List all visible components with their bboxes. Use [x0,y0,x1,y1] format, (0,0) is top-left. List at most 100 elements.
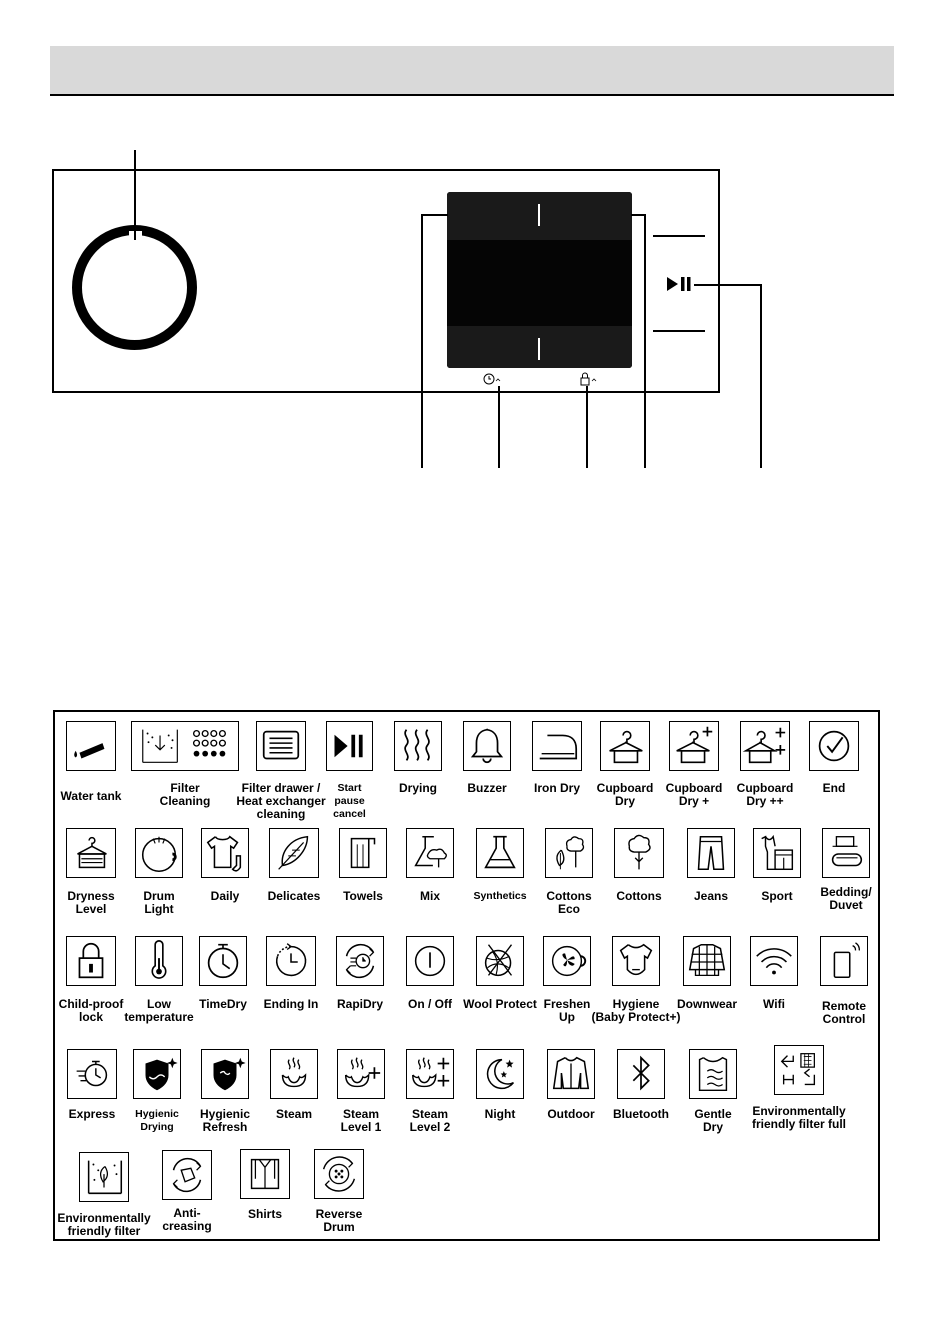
legend-symbol-label: Downwear [676,997,737,1011]
callout-lock-icon [586,386,588,468]
power-icon [406,936,454,986]
iron-icon [532,721,582,771]
callout-display-left [421,214,423,468]
drum-light-icon [135,828,183,878]
legend-symbol: Filter Cleaning [131,721,239,808]
legend-symbol-label: Drum Light [143,889,175,916]
legend-symbol: Wool Protect [463,936,537,1011]
legend-symbol: Wifi [750,936,798,1011]
legend-symbol: Reverse Drum [314,1149,364,1234]
legend-symbol: RapiDry [336,936,384,1011]
moon-icon [476,1049,524,1099]
legend-symbol-label: Iron Dry [533,781,580,795]
legend-symbol-label: Environmentally friendly filter full [751,1104,846,1131]
legend-symbol-label: Jeans [693,889,729,903]
start-pause-button-icon[interactable] [666,276,692,292]
callout-play-h [694,284,761,286]
legend-symbol-label: Dryness Level [67,889,115,916]
legend-symbol-label: On / Off [408,997,452,1011]
legend-symbol: Steam Level 2 [406,1049,454,1134]
legend-symbol: Start pause cancel [326,721,373,820]
end-check-icon [809,721,859,771]
filter-drawer-icon [256,721,306,771]
thermometer-icon [135,936,183,986]
legend-symbol: Delicates [268,828,320,903]
callout-display-right-h [631,214,645,216]
child-lock-icon[interactable] [577,372,599,386]
legend-symbol: Synthetics [473,828,527,902]
legend-symbol-label: Sport [761,889,793,903]
hanger-icon [600,721,650,771]
legend-symbol: Water tank [61,721,121,803]
jacket-icon [547,1049,595,1099]
legend-symbol-label: Bluetooth [613,1107,669,1121]
legend-symbol-label: Anti- creasing [162,1206,212,1233]
legend-symbol: Express [67,1049,117,1121]
legend-symbol-label: End [822,781,846,795]
legend-symbol-label: Daily [210,889,240,903]
legend-symbol: Cupboard Dry + [666,721,722,808]
legend-symbol: Cottons [614,828,664,903]
jeans-icon [687,828,735,878]
legend-symbol: Drying [394,721,442,795]
wifi-icon [750,936,798,986]
legend-symbol: Jeans [687,828,735,903]
legend-symbol: Daily [201,828,249,903]
daily-icon [201,828,249,878]
remote-control-icon [820,936,868,986]
legend-symbol: Gentle Dry [689,1049,737,1134]
legend-symbol-label: Synthetics [473,890,527,902]
legend-symbol-label: Cottons [616,889,662,903]
steam-level-1-icon [337,1049,385,1099]
callout-time-icon [498,386,500,468]
legend-symbol-label: Hygienic Refresh [199,1107,250,1134]
padlock-icon [66,936,116,986]
time-delay-icon[interactable] [481,372,503,386]
legend-symbol-label: Hygiene (Baby Protect+) [591,997,681,1024]
legend-symbol: Cupboard Dry [597,721,653,808]
legend-symbol: Cupboard Dry ++ [737,721,793,808]
legend-symbol: Night [476,1049,524,1121]
gentle-dry-icon [689,1049,737,1099]
legend-symbol: Downwear [677,936,737,1011]
legend-symbol: Hygiene (Baby Protect+) [591,936,681,1024]
legend-symbol: Hygienic Drying [133,1049,181,1133]
steam-level-2-icon [406,1049,454,1099]
legend-symbol-label: Steam [275,1107,313,1121]
flask-icon [476,828,524,878]
callout-line-dial [134,150,136,240]
dial-marker-gap [129,231,142,245]
legend-symbol-label: Cottons Eco [546,889,592,916]
legend-symbol-label: Child-proof lock [58,997,124,1024]
legend-symbol-label: Filter Cleaning [159,781,211,808]
filter-cleaning-icon [131,721,239,771]
bluetooth-icon [617,1049,665,1099]
legend-symbol: Drum Light [135,828,183,916]
legend-symbol-label: Towels [343,889,383,903]
legend-symbol-label: Reverse Drum [315,1207,363,1234]
callout-display-left-h [421,214,448,216]
callout-display-right [644,214,646,468]
legend-symbol: Anti- creasing [162,1150,212,1233]
hanger-plus-plus-icon [740,721,790,771]
legend-symbol-label: Drying [398,781,437,795]
legend-symbol: Environmentally friendly filter full [752,1045,846,1131]
eco-filter-icon [79,1152,129,1202]
callout-play [760,284,762,468]
legend-symbol-label: Shirts [247,1207,282,1221]
anti-creasing-icon [162,1150,212,1200]
section-header-bar [50,46,894,96]
legend-symbol-label: Low temperature [124,997,194,1024]
legend-symbol-label: Wifi [763,997,785,1011]
legend-symbol: End [809,721,859,795]
reverse-drum-icon [314,1149,364,1199]
freshen-up-icon [543,936,591,986]
feather-icon [269,828,319,878]
legend-symbol-label: Cupboard Dry ++ [736,781,794,808]
display-top-tick [538,204,540,226]
legend-symbol-label: Mix [419,889,440,903]
symbol-legend [53,710,880,1241]
eco-filter-full-icon [774,1045,824,1095]
legend-symbol-label: Bedding/ Duvet [820,885,872,912]
legend-symbol: Freshen Up [543,936,591,1024]
